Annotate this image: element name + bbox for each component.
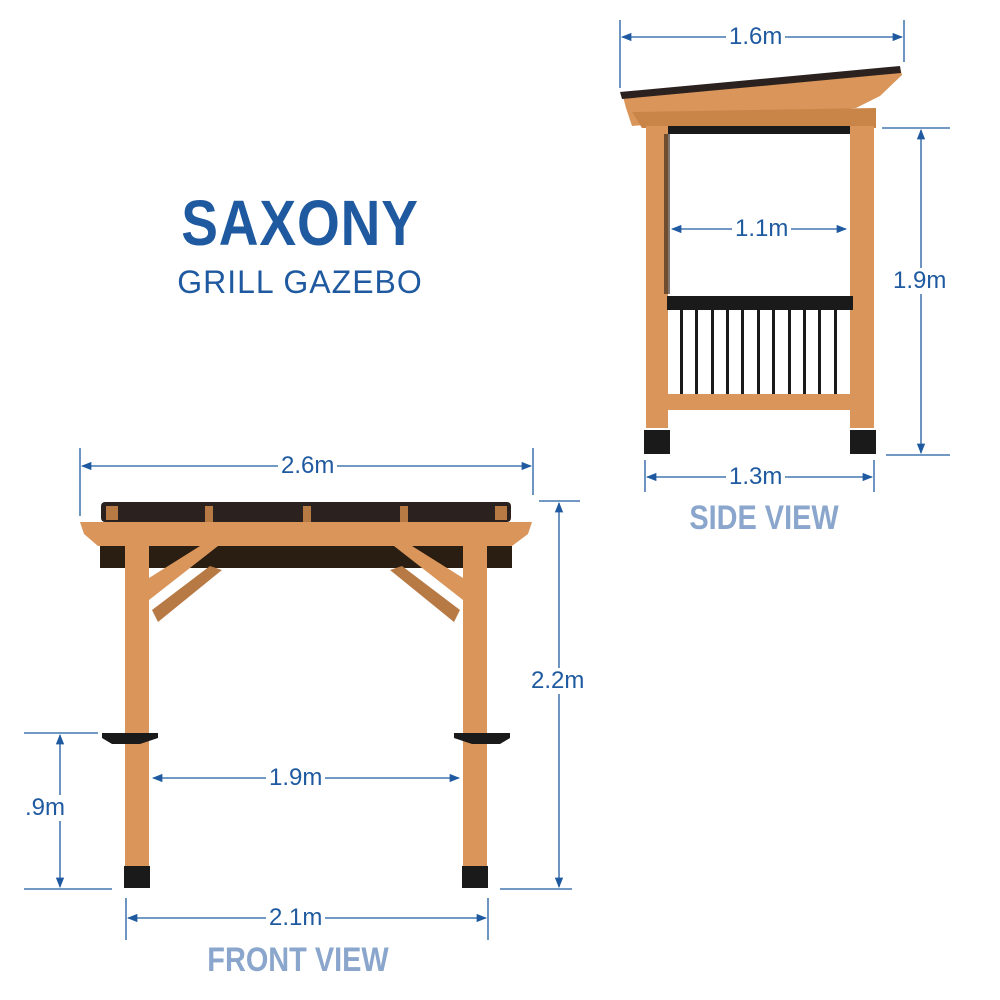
front-shelf-height-label: .9m: [22, 795, 69, 821]
product-title: SAXONY: [181, 187, 419, 259]
front-overall-height-label: 2.2m: [528, 668, 588, 694]
side-view-drawing: [620, 66, 902, 454]
side-inner-width-label: 1.1m: [732, 216, 792, 242]
front-base-width-label: 2.1m: [266, 905, 326, 931]
front-roof-width-label: 2.6m: [278, 453, 338, 479]
product-subtitle: GRILL GAZEBO: [177, 264, 423, 300]
front-inner-width-label: 1.9m: [266, 765, 326, 791]
front-view-label: FRONT VIEW: [207, 941, 389, 979]
front-view-drawing: [80, 502, 532, 888]
side-height-label: 1.9m: [890, 268, 950, 294]
side-base-depth-label: 1.3m: [726, 464, 786, 490]
side-view-label: SIDE VIEW: [689, 499, 839, 537]
side-roof-depth-label: 1.6m: [726, 24, 786, 50]
